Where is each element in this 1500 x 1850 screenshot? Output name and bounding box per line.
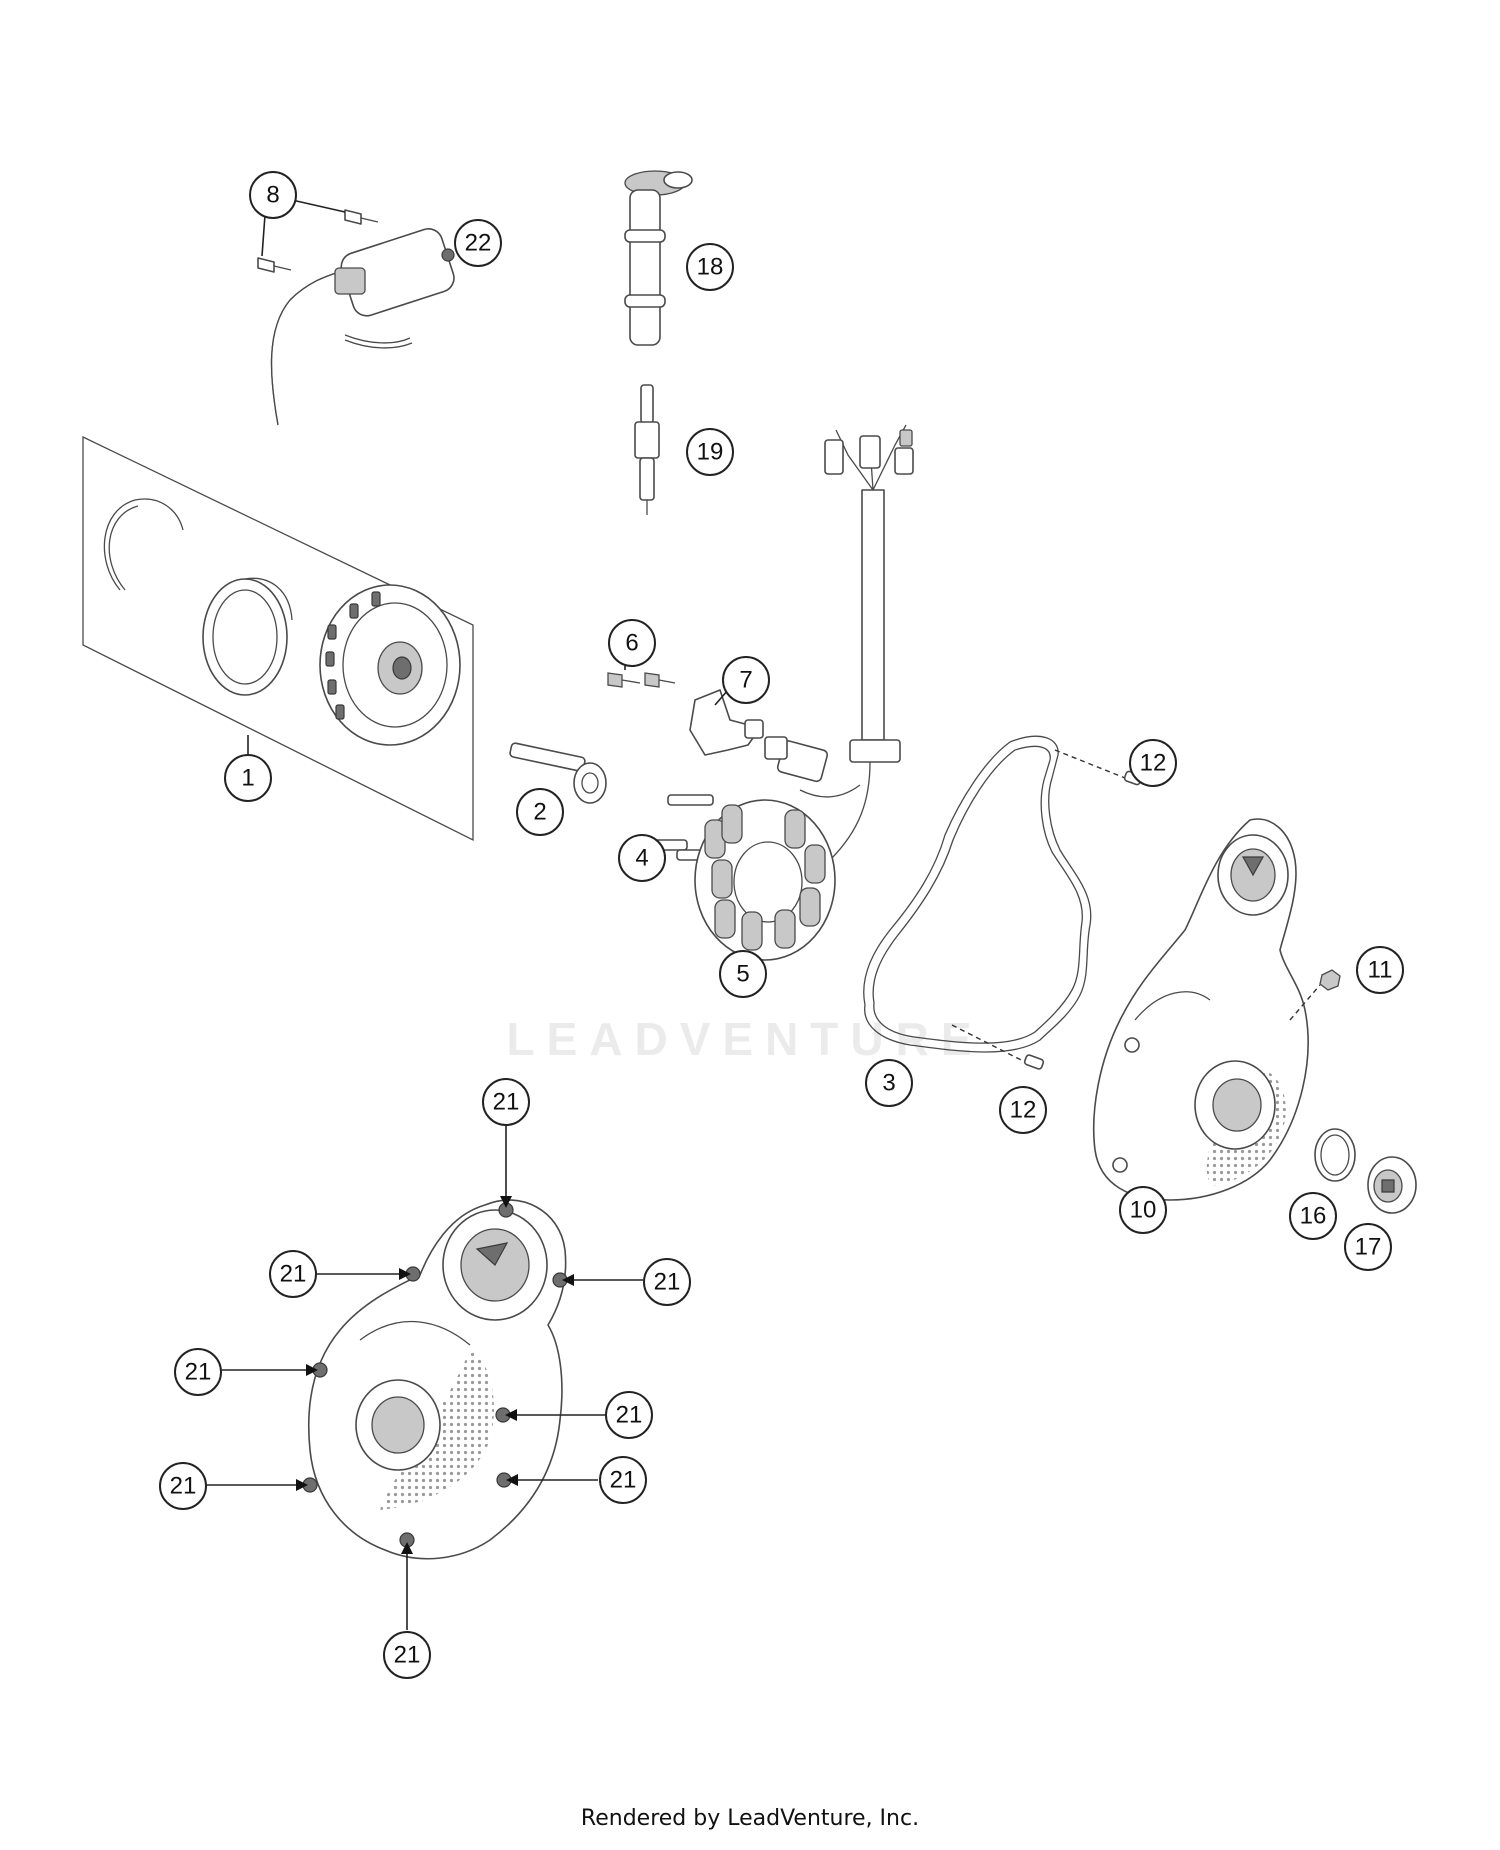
rotor-bolt [509,742,607,804]
svg-text:8: 8 [266,182,279,209]
rotor-kit-panel [82,435,474,842]
cover-screw [1289,969,1341,1021]
callout-21-left-upper: 21 [269,1250,317,1298]
callout-19: 19 [686,428,734,476]
callout-21-right-lower: 21 [599,1456,647,1504]
svg-text:21: 21 [654,1269,681,1296]
svg-text:21: 21 [280,1261,307,1288]
svg-text:12: 12 [1140,750,1167,777]
coil-bolts [257,209,379,273]
svg-text:22: 22 [465,230,492,257]
svg-text:18: 18 [697,254,724,281]
callout-21-right-upper: 21 [643,1258,691,1306]
svg-text:12: 12 [1010,1097,1037,1124]
callout-16: 16 [1289,1192,1337,1240]
svg-text:21: 21 [394,1642,421,1669]
callout-17: 17 [1344,1223,1392,1271]
callout-10: 10 [1119,1186,1167,1234]
callout-11: 11 [1356,946,1404,994]
svg-text:19: 19 [697,439,724,466]
callout-8: 8 [249,171,297,219]
svg-text:4: 4 [635,845,648,872]
svg-text:1: 1 [241,765,254,792]
svg-text:21: 21 [493,1089,520,1116]
callout-12-bottom: 12 [999,1086,1047,1134]
svg-text:2: 2 [533,799,546,826]
callout-21-left-mid: 21 [174,1348,222,1396]
callout-1: 1 [224,754,272,802]
svg-text:21: 21 [610,1467,637,1494]
svg-text:10: 10 [1130,1197,1157,1224]
callout-22: 22 [454,219,502,267]
svg-text:21: 21 [616,1402,643,1429]
ignition-coil [270,228,455,426]
svg-text:16: 16 [1300,1203,1327,1230]
callout-12-top: 12 [1129,739,1177,787]
footer-credit: Rendered by LeadVenture, Inc. [580,1806,920,1831]
spark-plug [634,384,660,515]
ignition-cover-screw-view [302,1199,568,1560]
pickup-sensor [764,736,829,783]
o-ring [1314,1128,1356,1182]
leader-lines [207,199,729,1630]
svg-text:11: 11 [1368,957,1393,984]
svg-text:5: 5 [736,961,749,988]
svg-text:17: 17 [1355,1234,1382,1261]
callout-4: 4 [618,834,666,882]
cable-clamp [689,689,764,756]
svg-text:21: 21 [170,1473,197,1500]
svg-text:6: 6 [625,630,638,657]
cover-gasket [863,735,1092,1053]
watermark: LEADVENTURE [506,1013,983,1065]
callout-6: 6 [608,619,656,667]
callout-18: 18 [686,243,734,291]
stator-wiring-harness [789,424,914,911]
callout-3: 3 [865,1059,913,1107]
callout-21-left-lower: 21 [159,1462,207,1510]
spark-plug-connector [624,170,693,346]
clamp-screws [607,672,676,688]
callout-2: 2 [516,788,564,836]
svg-text:3: 3 [882,1070,895,1097]
callout-7: 7 [722,656,770,704]
callout-21-bottom: 21 [383,1631,431,1679]
ignition-cover [1092,818,1309,1201]
screw-plug [1367,1156,1417,1214]
svg-text:21: 21 [185,1359,212,1386]
callout-21-right-mid: 21 [605,1391,653,1439]
stator [694,799,836,961]
callout-21-top: 21 [482,1078,530,1126]
callout-5: 5 [719,950,767,998]
svg-text:7: 7 [739,667,752,694]
